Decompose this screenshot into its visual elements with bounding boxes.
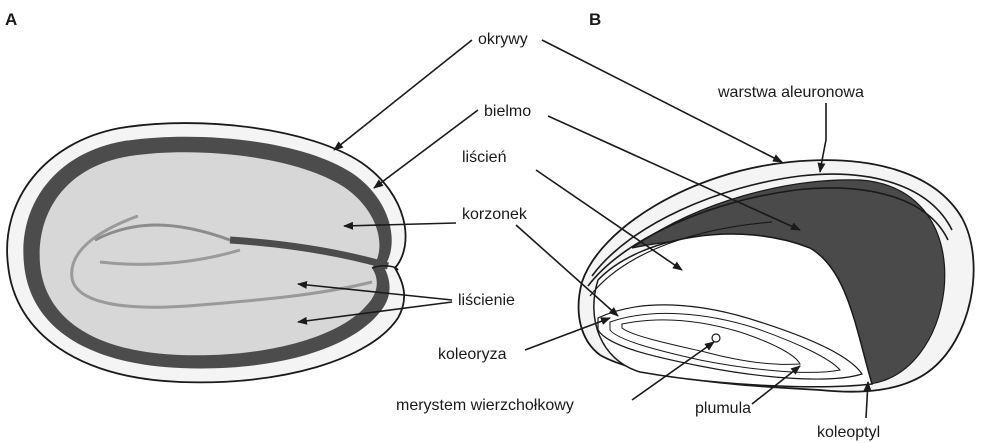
label-plumula: plumula [695, 400, 751, 417]
panel-a-letter: A [5, 10, 17, 29]
label-okrywy: okrywy [478, 31, 528, 48]
label-warstwa-aleuronowa: warstwa aleuronowa [717, 84, 864, 101]
label-liscien: liścień [462, 149, 506, 166]
label-koleoptyl: koleoptyl [817, 424, 880, 441]
label-koleoryza: koleoryza [438, 346, 507, 363]
seed-b [579, 160, 974, 392]
seed-a [7, 123, 405, 382]
label-merystem: merystem wierzchołkowy [396, 397, 574, 414]
arrow-okrywy-b [542, 40, 782, 162]
label-liscienie: liścienie [458, 292, 515, 309]
label-bielmo: bielmo [484, 103, 531, 120]
label-korzonek: korzonek [462, 206, 528, 223]
arrow-okrywy-a [334, 40, 472, 150]
seed-b-meristem [712, 334, 720, 342]
panel-b-letter: B [589, 10, 601, 29]
